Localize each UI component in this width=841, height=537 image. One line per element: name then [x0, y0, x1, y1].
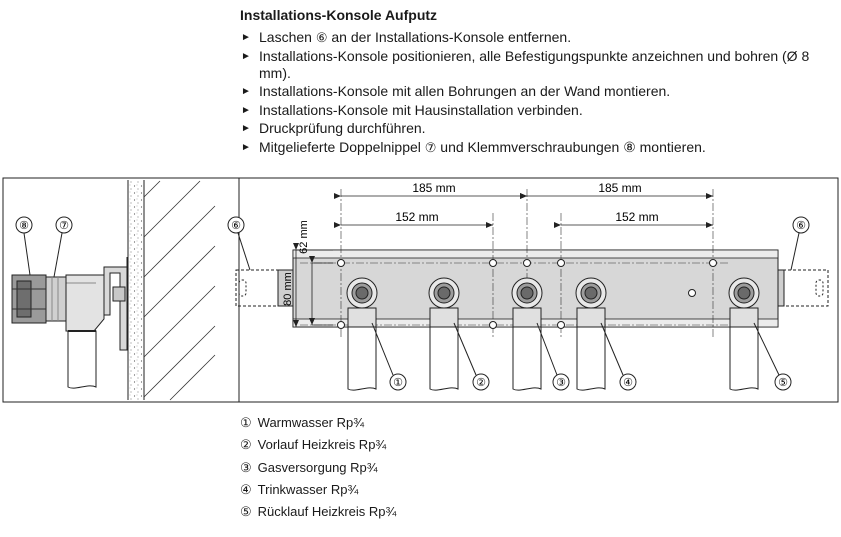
wall-plaster	[128, 180, 144, 400]
dim-80: 80 mm	[282, 272, 294, 306]
step-item: ►Installations-Konsole mit Hausinstallat…	[241, 101, 583, 118]
wall-hatch	[143, 180, 216, 401]
marker-hole	[688, 289, 696, 297]
dim-152-left: 152 mm	[395, 210, 438, 224]
arrow-bullet-icon: ►	[241, 50, 251, 62]
double-nipple	[45, 276, 67, 322]
callout-6-right: ⑥	[796, 220, 806, 232]
mounting-bracket	[103, 257, 128, 351]
callout-6-left: ⑥	[231, 220, 241, 232]
arrow-bullet-icon: ►	[241, 123, 251, 134]
pipes	[347, 326, 759, 391]
callout-5: ⑤	[778, 377, 788, 389]
callout-8: ⑧	[19, 220, 29, 232]
instruction-steps: ►Laschen ⑥ an der Installations-Konsole …	[240, 29, 810, 157]
callout-3: ③	[556, 377, 566, 389]
step-item: ►Installations-Konsole positionieren, al…	[241, 47, 810, 81]
section-heading: Installations-Konsole Aufputz	[240, 7, 438, 23]
callout-4: ④	[623, 377, 633, 389]
callout-2: ②	[476, 377, 486, 389]
front-view: 185 mm 185 mm 152 mm 152 mm 80 mm 62 mm …	[227, 181, 829, 391]
step-item: ►Druckprüfung durchführen.	[241, 120, 426, 136]
dim-152-right: 152 mm	[615, 210, 658, 224]
dim-62: 62 mm	[298, 220, 310, 254]
connection-fittings	[346, 277, 760, 328]
pipe-down	[67, 330, 97, 389]
dim-185-left: 185 mm	[412, 181, 455, 195]
arrow-bullet-icon: ►	[241, 86, 251, 97]
elbow-fitting	[65, 274, 105, 332]
step-item: ►Installations-Konsole mit allen Bohrung…	[241, 83, 671, 99]
side-view: ⑧ ⑦	[11, 180, 216, 401]
lug-left	[235, 269, 279, 307]
arrow-bullet-icon: ►	[241, 104, 251, 116]
installation-drawing: ⑧ ⑦	[2, 177, 839, 403]
arrow-bullet-icon: ►	[241, 141, 251, 153]
dim-185-right: 185 mm	[598, 181, 641, 195]
lug-right	[777, 269, 829, 307]
step-item: ►Laschen ⑥ an der Installations-Konsole …	[241, 29, 572, 45]
arrow-bullet-icon: ►	[241, 32, 251, 43]
step-item: ►Mitgelieferte Doppelnippel ⑦ und Klemmv…	[241, 138, 706, 155]
callout-1: ①	[393, 377, 403, 389]
callout-7: ⑦	[59, 220, 69, 232]
